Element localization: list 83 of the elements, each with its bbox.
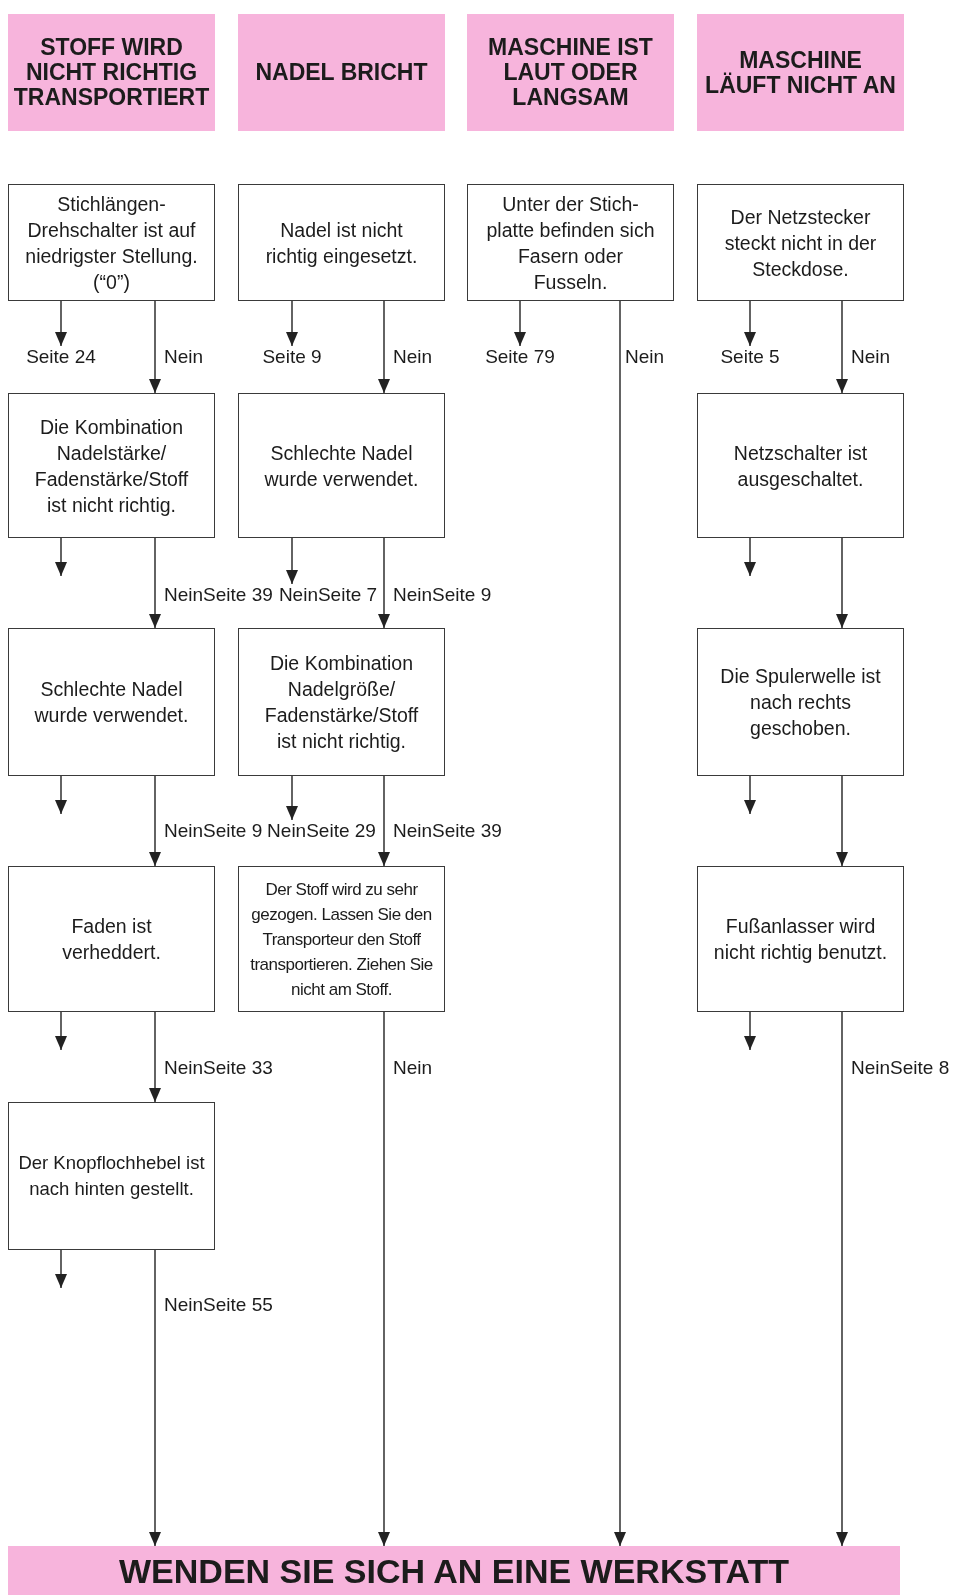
problem-header [8, 14, 215, 131]
page-reference: NeinSeite 7 [278, 584, 378, 606]
arrow [55, 1011, 67, 1051]
arrow [149, 1249, 161, 1547]
page-reference: Seite 9 [247, 346, 337, 368]
cause-box [238, 393, 445, 538]
arrow [744, 775, 756, 815]
edge-label: Nein [851, 346, 891, 368]
arrow [55, 775, 67, 815]
arrow [378, 300, 390, 394]
cause-box [8, 1102, 215, 1250]
edge-label: Nein [393, 346, 433, 368]
arrow [286, 300, 298, 347]
problem-title: MASCHINE LÄUFT NICHT AN [704, 47, 897, 98]
edge-label: Nein [164, 346, 204, 368]
arrow [744, 537, 756, 577]
arrow [55, 300, 67, 347]
cause-text: Die Spulerwelle ist nach rechts geschoben. [719, 664, 882, 741]
cause-text: Netzschalter ist ausgeschaltet. [732, 440, 869, 492]
cause-box [8, 184, 215, 301]
edge-label: NeinSeite 33 [164, 1057, 273, 1079]
cause-text: Der Stoff wird zu sehr gezogen. Lassen Sie den Transporteur den Stoff transportieren. Ziehen Sie nicht am Stoff. [249, 878, 434, 1001]
cause-box [8, 393, 215, 538]
cause-box [697, 393, 904, 538]
cause-text: Der Knopflochhebel ist nach hinten gestellt. [17, 1151, 206, 1201]
cause-box [697, 628, 904, 776]
cause-text: Fußanlasser wird nicht richtig benutzt. [712, 914, 889, 965]
page-reference: Seite 5 [705, 346, 795, 368]
service-banner [8, 1546, 900, 1595]
edge-label: NeinSeite 8 [851, 1057, 950, 1079]
edge-label: Nein [625, 346, 665, 368]
edge-label: NeinSeite 39 [164, 584, 273, 606]
problem-header [697, 14, 904, 131]
cause-text: Die Kombination Nadelstärke/ Fadenstärke/Stoff ist nicht richtig. [33, 414, 190, 518]
edge-label: NeinSeite 9 [393, 584, 492, 606]
problem-header [238, 14, 445, 131]
cause-text: Die Kombination Nadelgröße/ Fadenstärke/Stoff ist nicht richtig. [263, 651, 420, 754]
edge-label: NeinSeite 9 [164, 820, 263, 842]
cause-box [238, 866, 445, 1012]
cause-text: Faden ist verheddert. [61, 914, 162, 965]
arrow [149, 775, 161, 867]
arrow [836, 775, 848, 867]
arrow [514, 300, 526, 347]
edge-label: Nein [393, 1057, 433, 1079]
problem-header [467, 14, 674, 131]
arrow [836, 300, 848, 394]
arrow [378, 775, 390, 867]
arrow [286, 537, 298, 585]
arrow [149, 300, 161, 394]
arrow [744, 1011, 756, 1051]
service-text: WENDEN SIE SICH AN EINE WERKSTATT [119, 1551, 789, 1590]
page-reference: NeinSeite 29 [265, 820, 378, 842]
arrow [744, 300, 756, 347]
cause-text: Stichlängen- Drehschalter ist auf niedrigster Stellung. (“0”) [24, 191, 199, 295]
cause-text: Schlechte Nadel wurde verwendet. [263, 440, 420, 492]
cause-box [697, 184, 904, 301]
arrow [614, 300, 626, 1547]
arrow [836, 537, 848, 629]
arrow [286, 775, 298, 821]
arrow [836, 1011, 848, 1547]
problem-title: MASCHINE IST LAUT ODER LANGSAM [487, 35, 654, 110]
cause-box [697, 866, 904, 1012]
cause-text: Der Netzstecker steckt nicht in der Steckdose. [723, 204, 878, 282]
arrow [149, 537, 161, 629]
cause-box [8, 866, 215, 1012]
cause-text: Schlechte Nadel wurde verwendet. [33, 677, 190, 728]
edge-label: NeinSeite 39 [393, 820, 502, 842]
cause-box [467, 184, 674, 301]
arrow [55, 1249, 67, 1289]
edge-label: NeinSeite 55 [164, 1294, 273, 1316]
arrow [55, 537, 67, 577]
cause-text: Nadel ist nicht richtig eingesetzt. [264, 217, 419, 269]
arrow [149, 1011, 161, 1103]
problem-title: STOFF WIRD NICHT RICHTIG TRANSPORTIERT [12, 35, 211, 110]
page-reference: Seite 24 [16, 346, 106, 368]
arrow [378, 537, 390, 629]
cause-box [238, 184, 445, 301]
cause-box [8, 628, 215, 776]
page-reference: Seite 79 [475, 346, 565, 368]
arrow [378, 1011, 390, 1547]
cause-box [238, 628, 445, 776]
cause-text: Unter der Stich- platte befinden sich Fasern oder Fusseln. [485, 191, 656, 295]
problem-title: NADEL BRICHT [255, 60, 428, 85]
